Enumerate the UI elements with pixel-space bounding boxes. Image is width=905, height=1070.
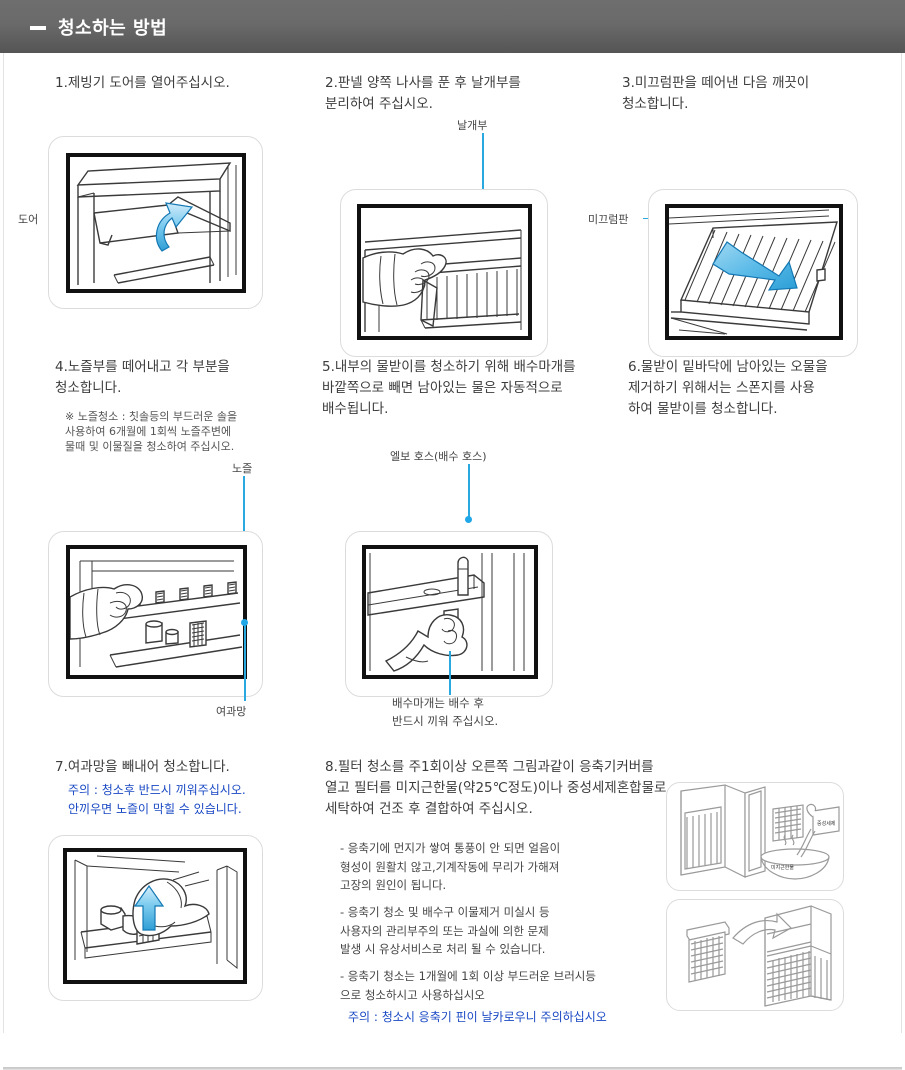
illustration-card-step-1 xyxy=(48,136,263,309)
illustration-step-1-door-open xyxy=(76,162,237,285)
detergent-label: 중성세제 xyxy=(817,820,836,827)
illustration-card-step-2 xyxy=(340,189,548,357)
step-5-title: 5.내부의 물받이를 청소하기 위해 배수마개를 바깥쪽으로 빼면 남아있는 물… xyxy=(322,359,576,417)
step-8-bullet-3: - 응축기 청소는 1개월에 1회 이상 부드러운 브러시등 으로 청소하시고 … xyxy=(340,969,596,1002)
callout-label-elbow-hose: 엘보 호스(배수 호스) xyxy=(390,450,487,463)
step-5-footnote: 배수마개는 배수 후 반드시 끼워 주십시오. xyxy=(392,696,499,728)
illustration-step-7-remove-mesh xyxy=(74,855,238,970)
callout-label-door: 도어 xyxy=(18,213,39,226)
step-8-title: 8.필터 청소를 주1회이상 오른쪽 그림과같이 응축기커버를 열고 필터를 미… xyxy=(325,759,667,817)
leader-dot-filter-mesh xyxy=(241,619,248,626)
callout-label-filter-mesh: 여과망 xyxy=(216,705,247,718)
illustration-card-step-3 xyxy=(648,189,858,357)
illustration-card-step-8-reinstall xyxy=(666,899,844,1011)
step-3-title: 3.미끄럼판을 떼어낸 다음 깨끗이 청소합니다. xyxy=(622,75,810,112)
step-6-title: 6.물받이 밑바닥에 남아있는 오물을 제거하기 위해서는 스폰지를 사용 하여… xyxy=(628,359,828,417)
step-2-title: 2.판넬 양쪽 나사를 푼 후 날개부를 분리하여 주십시오. xyxy=(325,75,521,112)
step-8-bullet-1: - 응축기에 먼지가 쌓여 통풍이 안 되면 얼음이 형성이 원활치 않고,기계… xyxy=(340,841,561,892)
leader-line-elbow-hose xyxy=(468,464,470,520)
callout-label-slideplate: 미끄럼판 xyxy=(588,213,629,226)
illustration-step-3-slide-plate xyxy=(669,209,838,335)
page-body: 1.제빙기 도어를 열어주십시오. 2.판넬 양쪽 나사를 푼 후 날개부를 분… xyxy=(0,53,905,1070)
page-frame xyxy=(3,53,902,1033)
blue-double-arrow xyxy=(712,241,798,291)
step-4-title: 4.노즐부를 떼어내고 각 부분을 청소합니다. xyxy=(55,359,230,396)
illustration-condenser-wash: 중성세제 미지근한물 xyxy=(680,784,840,880)
page-title: 청소하는 방법 xyxy=(58,17,168,39)
leader-dot-elbow-hose xyxy=(465,516,472,523)
illustration-step-2-hand-blade xyxy=(362,229,522,332)
lukewarm-water-label: 미지근한물 xyxy=(771,864,794,871)
leader-line-filter-mesh xyxy=(244,623,246,701)
callout-label-blade: 날개부 xyxy=(457,119,488,132)
step-7-caution: 주의 : 청소후 반드시 끼워주십시오. 안끼우면 노즐이 막힐 수 있습니다. xyxy=(68,783,246,816)
step-7-title: 7.여과망을 빼내어 청소합니다. xyxy=(55,759,230,775)
illustration-step-5-drain-plug xyxy=(367,553,525,672)
blue-arrow-up-lift xyxy=(133,884,165,931)
step-8-bullet-2: - 응축기 청소 및 배수구 이물제거 미실시 등 사용자의 관리부주의 또는 … xyxy=(340,905,550,956)
illustration-frame-step-7 xyxy=(63,848,247,984)
gray-arrow-install xyxy=(732,912,792,945)
leader-line-blade xyxy=(482,133,484,201)
illustration-frame-step-4 xyxy=(66,545,247,679)
step-1-title: 1.제빙기 도어를 열어주십시오. xyxy=(55,75,230,91)
illustration-frame-step-2 xyxy=(357,204,532,340)
callout-label-nozzle: 노즐 xyxy=(232,462,253,475)
blue-arrow-up xyxy=(155,202,194,252)
page-header: 청소하는 방법 xyxy=(0,0,905,53)
leader-line-drain-note xyxy=(449,651,451,695)
illustration-frame-step-1 xyxy=(66,153,246,293)
illustration-card-step-8-wash: 중성세제 미지근한물 xyxy=(666,782,844,891)
illustration-card-step-7 xyxy=(48,835,263,1001)
illustration-step-4-nozzles xyxy=(70,560,243,668)
minus-icon xyxy=(30,25,46,30)
leader-line-nozzle xyxy=(243,476,245,561)
illustration-filter-reinstall xyxy=(686,905,832,1007)
illustration-frame-step-3 xyxy=(665,204,843,340)
step-4-note: ※ 노즐청소 : 칫솔등의 부드러운 솔을 사용하여 6개월에 1회씩 노즐주변… xyxy=(65,410,238,453)
illustration-card-step-4 xyxy=(48,531,263,697)
step-8-caution: 주의 : 청소시 응축기 핀이 날카로우니 주의하십시오 xyxy=(348,1010,607,1024)
